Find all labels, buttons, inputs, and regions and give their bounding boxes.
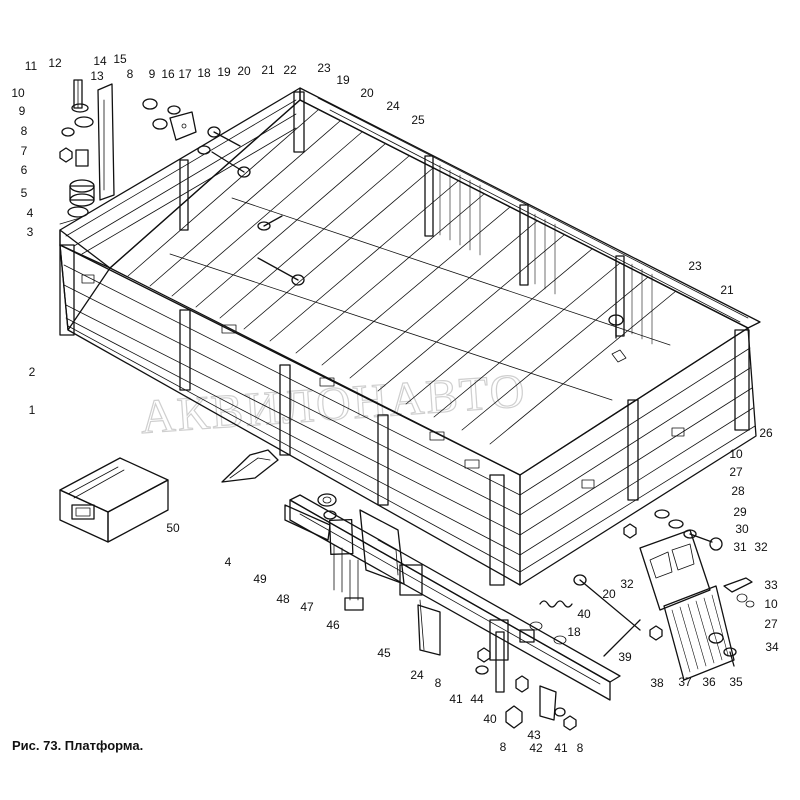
callout-label: 18 <box>567 625 581 639</box>
callout-label: 45 <box>377 646 391 660</box>
callout-label: 48 <box>276 592 290 606</box>
callout-label: 32 <box>620 577 634 591</box>
callout-label: 30 <box>735 522 749 536</box>
callout-label: 20 <box>360 86 374 100</box>
callout-label: 27 <box>729 465 743 479</box>
callout-label: 15 <box>113 52 127 66</box>
callout-label: 16 <box>161 67 175 81</box>
callout-label: 23 <box>317 61 331 75</box>
callout-label: 25 <box>411 113 425 127</box>
callout-label: 8 <box>577 741 584 755</box>
callout-label: 35 <box>729 675 743 689</box>
callout-label: 23 <box>688 259 702 273</box>
callout-label: 9 <box>149 67 156 81</box>
callout-label: 8 <box>21 124 28 138</box>
callout-label: 29 <box>733 505 747 519</box>
callout-label: 1 <box>29 403 36 417</box>
callout-label: 21 <box>720 283 734 297</box>
callout-label: 24 <box>386 99 400 113</box>
callout-label: 41 <box>554 741 568 755</box>
callout-label: 39 <box>618 650 632 664</box>
callout-label: 8 <box>435 676 442 690</box>
callout-label: 40 <box>577 607 591 621</box>
callout-label: 2 <box>29 365 36 379</box>
platform-body <box>59 87 761 586</box>
callout-label: 41 <box>449 692 463 706</box>
right-hardware <box>529 314 755 681</box>
callout-label: 22 <box>283 63 297 77</box>
callout-label: 7 <box>21 144 28 158</box>
callout-label: 43 <box>527 728 541 742</box>
watermark: АКВИЛОНАВТО <box>139 364 528 444</box>
callout-label: 12 <box>48 56 62 70</box>
callout-label: 21 <box>261 63 275 77</box>
callout-label: 34 <box>765 640 779 654</box>
callout-label: 4 <box>225 555 232 569</box>
callout-label: 5 <box>21 186 28 200</box>
callout-label: 20 <box>602 587 616 601</box>
callout-label: 49 <box>253 572 267 586</box>
callout-label: 14 <box>93 54 107 68</box>
callout-label: 38 <box>650 676 664 690</box>
callout-label: 4 <box>27 206 34 220</box>
callout-label: 18 <box>197 66 211 80</box>
callout-label: 33 <box>764 578 778 592</box>
top-fasteners <box>142 98 305 286</box>
callout-label: 28 <box>731 484 745 498</box>
callout-label: 10 <box>764 597 778 611</box>
callout-label: 50 <box>166 521 180 535</box>
callout-label: 47 <box>300 600 314 614</box>
callout-label: 36 <box>702 675 716 689</box>
callout-label: 32 <box>754 540 768 554</box>
callout-label: 46 <box>326 618 340 632</box>
callout-label: 31 <box>733 540 747 554</box>
callout-label: 13 <box>90 69 104 83</box>
callout-label: 8 <box>500 740 507 754</box>
callout-label: 40 <box>483 712 497 726</box>
figure-caption: Рис. 73. Платформа. <box>12 738 144 753</box>
subframe <box>221 449 621 701</box>
callout-label: 6 <box>21 163 28 177</box>
callout-label: 10 <box>11 86 25 100</box>
callout-label: 9 <box>19 104 26 118</box>
callout-label: 3 <box>27 225 34 239</box>
callout-label: 17 <box>178 67 192 81</box>
callout-label: 8 <box>127 67 134 81</box>
callout-label: 20 <box>237 64 251 78</box>
callout-label: 26 <box>759 426 773 440</box>
callout-label: 10 <box>729 447 743 461</box>
callout-label: 37 <box>678 675 692 689</box>
callout-label: 24 <box>410 668 424 682</box>
lower-hardware <box>475 631 577 731</box>
callout-label: 42 <box>529 741 543 755</box>
callout-label: 27 <box>764 617 778 631</box>
callout-label: 11 <box>25 59 38 73</box>
callout-label: 44 <box>470 692 484 706</box>
callout-label: 19 <box>217 65 231 79</box>
tool-box <box>59 457 169 543</box>
callout-label: 19 <box>336 73 350 87</box>
left-fastener-stack <box>59 79 115 225</box>
